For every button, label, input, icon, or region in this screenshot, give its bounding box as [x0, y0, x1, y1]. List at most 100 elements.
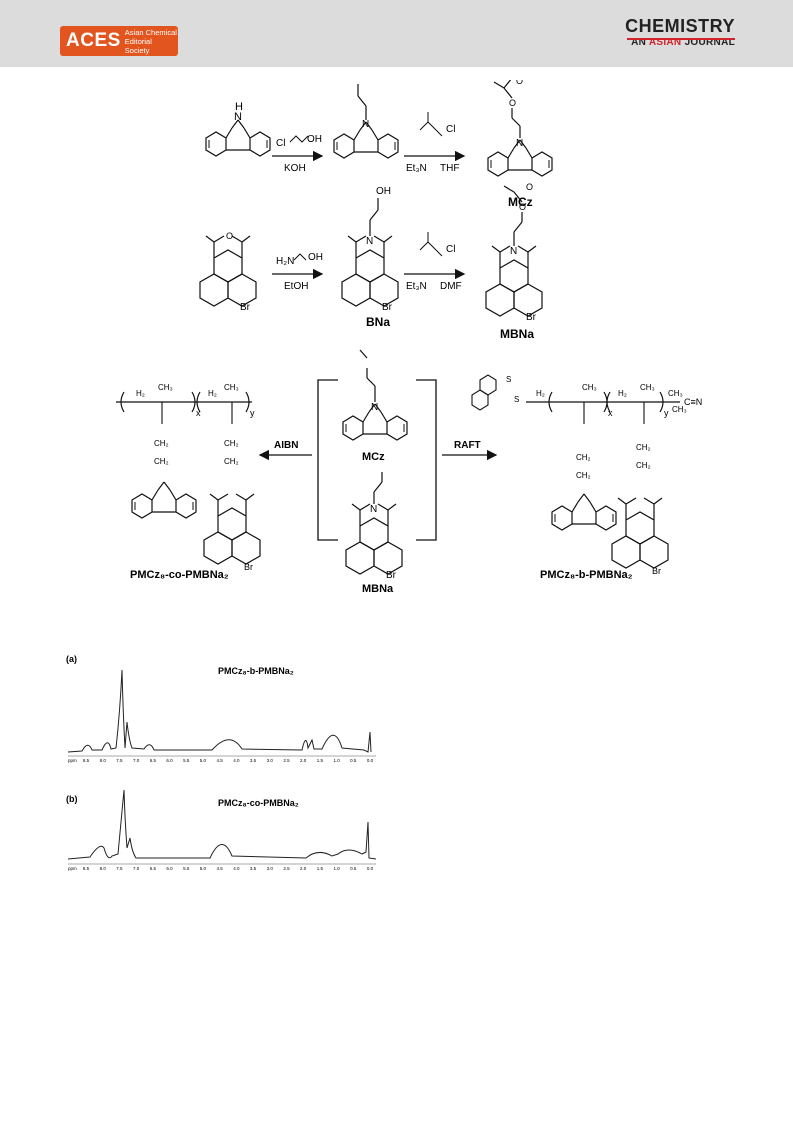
journal-subtitle: AN ASIAN JOURNAL [631, 37, 735, 48]
axis-tick-label: 3.5 [250, 866, 257, 871]
svg-text:CH₂: CH₂ [576, 453, 591, 462]
monomer-bracket: N MCz N Br MBNa [317, 349, 437, 595]
bna-intermediate: OH N Br BNa [341, 186, 399, 329]
axis-tick-label: 7.5 [116, 758, 123, 763]
block-copolymer-label: PMCz₈-b-PMBNa₂ [540, 569, 633, 581]
svg-text:CH₃: CH₃ [640, 383, 655, 392]
axis-tick-label: 1.5 [317, 758, 324, 763]
mcz-label: MCz [508, 195, 533, 209]
spectrum-b-trace [67, 789, 377, 860]
svg-text:x: x [608, 408, 613, 418]
monomer-top-label: MCz [362, 451, 385, 463]
axis-tick-label: 3.0 [267, 866, 274, 871]
block-copolymer: S S H₂ CH₃ H₂ CH₃ x y CH₃ CH₃ C≡N CH₂ CH… [471, 374, 702, 581]
axis-tick-label: 0.0 [367, 758, 374, 763]
svg-text:O: O [226, 231, 233, 241]
svg-text:Et₃N: Et₃N [406, 281, 427, 292]
axis-tick-label: 8.0 [100, 866, 107, 871]
raft-arrow: RAFT [442, 440, 498, 461]
axis-tick-label: 2.0 [300, 866, 307, 871]
axis-unit: ppm [68, 758, 77, 763]
reaction-arrow-4: Cl Et₃N DMF [404, 232, 466, 292]
svg-text:Cl: Cl [446, 124, 455, 135]
axis-tick-label: 8.5 [83, 866, 90, 871]
random-copolymer: H₂ CH₃ H₂ CH₃ x y CH₂ CH₂ CH₂ CH₂ Br PMC… [116, 383, 261, 581]
svg-text:y: y [664, 408, 669, 418]
svg-text:Et₃N: Et₃N [406, 163, 427, 174]
svg-text:N: N [516, 138, 523, 149]
svg-text:THF: THF [440, 163, 459, 174]
journal-rule [627, 38, 735, 40]
svg-text:N: N [366, 236, 373, 247]
svg-text:x: x [196, 408, 201, 418]
reaction-arrow-3: H₂N OH EtOH [272, 252, 324, 292]
axis-tick-label: 6.5 [150, 866, 157, 871]
axis-tick-label: 1.5 [317, 866, 324, 871]
aces-logo-subtitle: Asian Chemical Editorial Society [124, 27, 177, 55]
axis-tick-label: 0.0 [367, 866, 374, 871]
random-copolymer-label: PMCz₈-co-PMBNa₂ [130, 569, 229, 581]
svg-text:OH: OH [376, 186, 391, 197]
axis-tick-label: 4.0 [233, 866, 240, 871]
svg-text:CH₂: CH₂ [154, 439, 169, 448]
svg-text:Br: Br [652, 566, 661, 576]
axis-tick-label: 4.5 [217, 866, 224, 871]
aces-logo-text: ACES [66, 30, 121, 51]
svg-text:CH₃: CH₃ [582, 383, 597, 392]
journal-title: CHEMISTRY [625, 16, 735, 36]
svg-text:KOH: KOH [284, 163, 306, 174]
svg-text:y: y [250, 408, 255, 418]
svg-text:CH₂: CH₂ [576, 471, 591, 480]
panel-b-label: (b) [66, 794, 78, 804]
axis-tick-label: 2.0 [300, 758, 307, 763]
svg-text:CH₃: CH₃ [672, 405, 687, 414]
axis-tick-label: 4.0 [233, 758, 240, 763]
svg-text:Br: Br [526, 312, 537, 323]
aibn-arrow: AIBN [258, 440, 312, 461]
axis-tick-label: 4.5 [217, 758, 224, 763]
svg-text:O: O [509, 98, 516, 108]
svg-text:H₂: H₂ [136, 389, 145, 398]
carbazole-start: N H [205, 101, 271, 157]
synthesis-scheme: N H Cl OH KOH OH N Cl Et₃N THF O O N MCz [116, 80, 702, 595]
svg-text:AIBN: AIBN [274, 440, 298, 451]
axis-tick-label: 5.0 [200, 758, 207, 763]
svg-text:C≡N: C≡N [684, 397, 702, 407]
svg-text:CH₂: CH₂ [154, 457, 169, 466]
axis-tick-label: 1.0 [333, 758, 340, 763]
svg-text:H₂: H₂ [208, 389, 217, 398]
svg-text:CH₂: CH₂ [636, 443, 651, 452]
svg-text:S: S [506, 375, 511, 384]
mbna-monomer: O O N Br MBNa [485, 182, 543, 341]
svg-text:O: O [526, 182, 533, 192]
reaction-arrow-1: Cl OH KOH [272, 134, 324, 174]
svg-text:N: N [371, 402, 378, 413]
axis-tick-label: 7.0 [133, 758, 140, 763]
svg-text:CH₃: CH₃ [668, 389, 683, 398]
bromo-anhydride: O Br [199, 231, 257, 313]
axis-unit: ppm [68, 866, 77, 871]
axis-tick-label: 5.5 [183, 866, 190, 871]
axis-tick-label: 2.5 [283, 758, 290, 763]
reaction-arrow-2: Cl Et₃N THF [404, 112, 466, 174]
axis-tick-label: 1.0 [333, 866, 340, 871]
axis-tick-label: 2.5 [283, 866, 290, 871]
svg-text:Br: Br [240, 302, 251, 313]
aces-logo: ACES Asian Chemical Editorial Society [60, 26, 178, 56]
panel-b-title: PMCz₈-co-PMBNa₂ [218, 798, 299, 808]
panel-a-label: (a) [66, 654, 77, 664]
carbazole-ethanol: OH N [333, 80, 399, 159]
svg-text:H₂: H₂ [618, 389, 627, 398]
axis-tick-label: 8.0 [100, 758, 107, 763]
axis-tick-label: 0.5 [350, 758, 357, 763]
svg-text:Cl: Cl [276, 138, 285, 149]
axis-tick-label: 3.5 [250, 758, 257, 763]
svg-text:OH: OH [307, 134, 322, 145]
mbna-label: MBNa [500, 327, 534, 341]
svg-text:RAFT: RAFT [454, 440, 481, 451]
axis-tick-label: 8.5 [83, 758, 90, 763]
svg-text:CH₂: CH₂ [636, 461, 651, 470]
svg-text:Br: Br [244, 562, 253, 572]
svg-text:CH₃: CH₃ [224, 383, 239, 392]
